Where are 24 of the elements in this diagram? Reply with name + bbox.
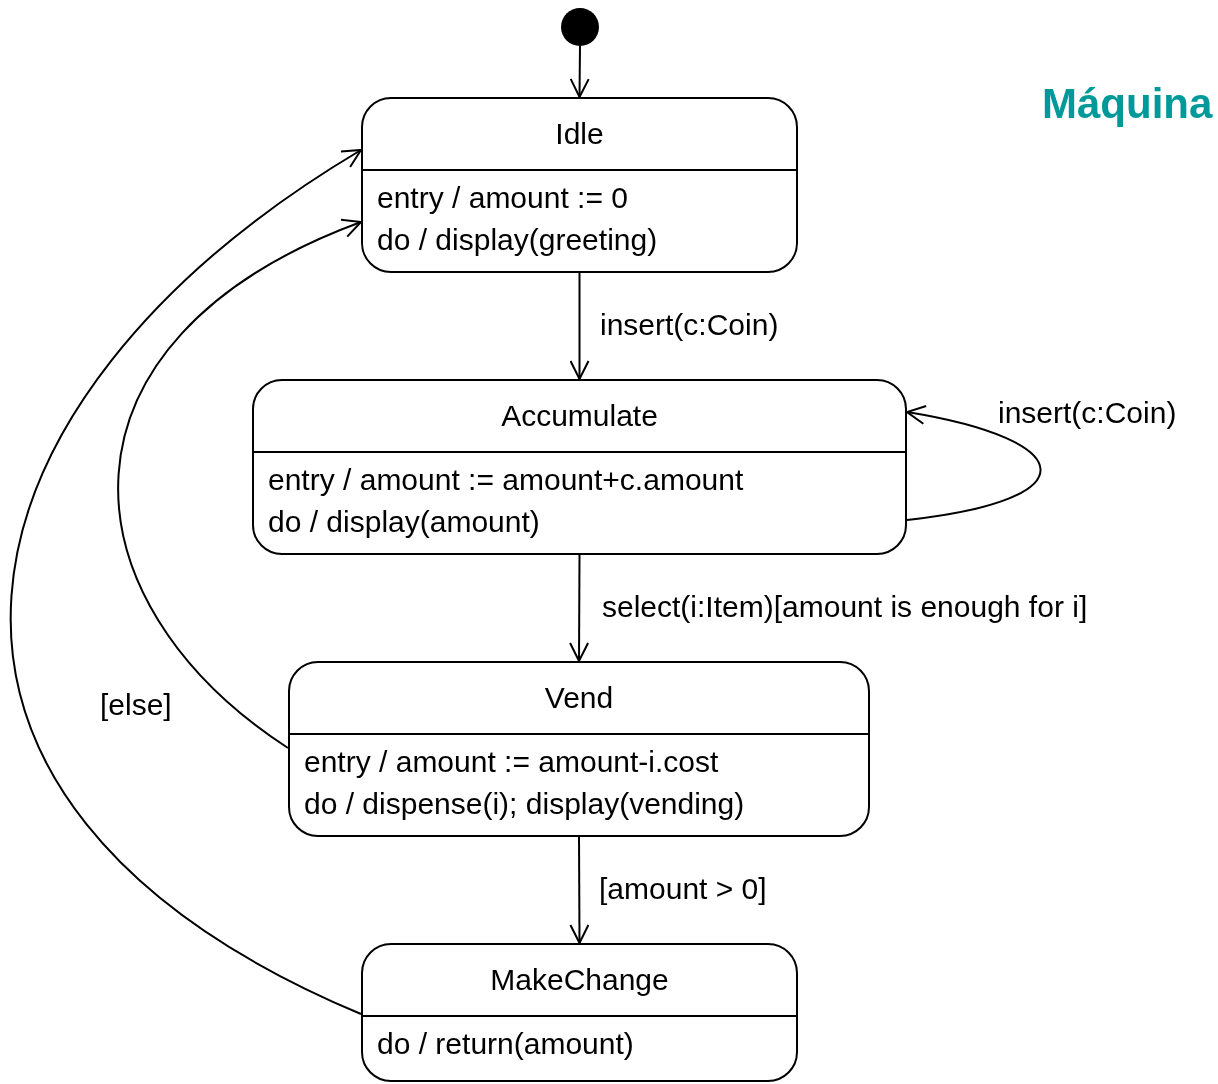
state-action: do / return(amount) bbox=[377, 1026, 634, 1062]
state-name: Idle bbox=[554, 116, 605, 152]
state-action: do / display(amount) bbox=[268, 504, 540, 540]
state-action: do / dispense(i); display(vending) bbox=[304, 786, 745, 822]
state-box bbox=[252, 379, 907, 555]
transition-arrow bbox=[906, 405, 1042, 521]
state-action: do / display(greeting) bbox=[377, 222, 658, 258]
state-action: entry / amount := 0 bbox=[377, 180, 628, 216]
transition-arrow bbox=[117, 220, 362, 749]
state-name: Vend bbox=[543, 680, 615, 716]
state-name: Accumulate bbox=[500, 398, 659, 434]
transition-arrow bbox=[569, 554, 590, 662]
transition-arrow bbox=[569, 45, 590, 98]
state-action: entry / amount := amount+c.amount bbox=[268, 462, 744, 498]
initial-state-dot bbox=[561, 8, 599, 46]
state-box bbox=[361, 97, 798, 273]
state-box bbox=[361, 943, 798, 1082]
transition-arrow bbox=[569, 272, 590, 380]
state-action: entry / amount := amount-i.cost bbox=[304, 744, 719, 780]
transition-arrow bbox=[10, 149, 362, 1015]
state-name: MakeChange bbox=[489, 962, 670, 998]
state-box bbox=[288, 661, 870, 837]
diagram-title: Máquina bbox=[1042, 80, 1213, 128]
transition-arrow bbox=[569, 836, 590, 944]
